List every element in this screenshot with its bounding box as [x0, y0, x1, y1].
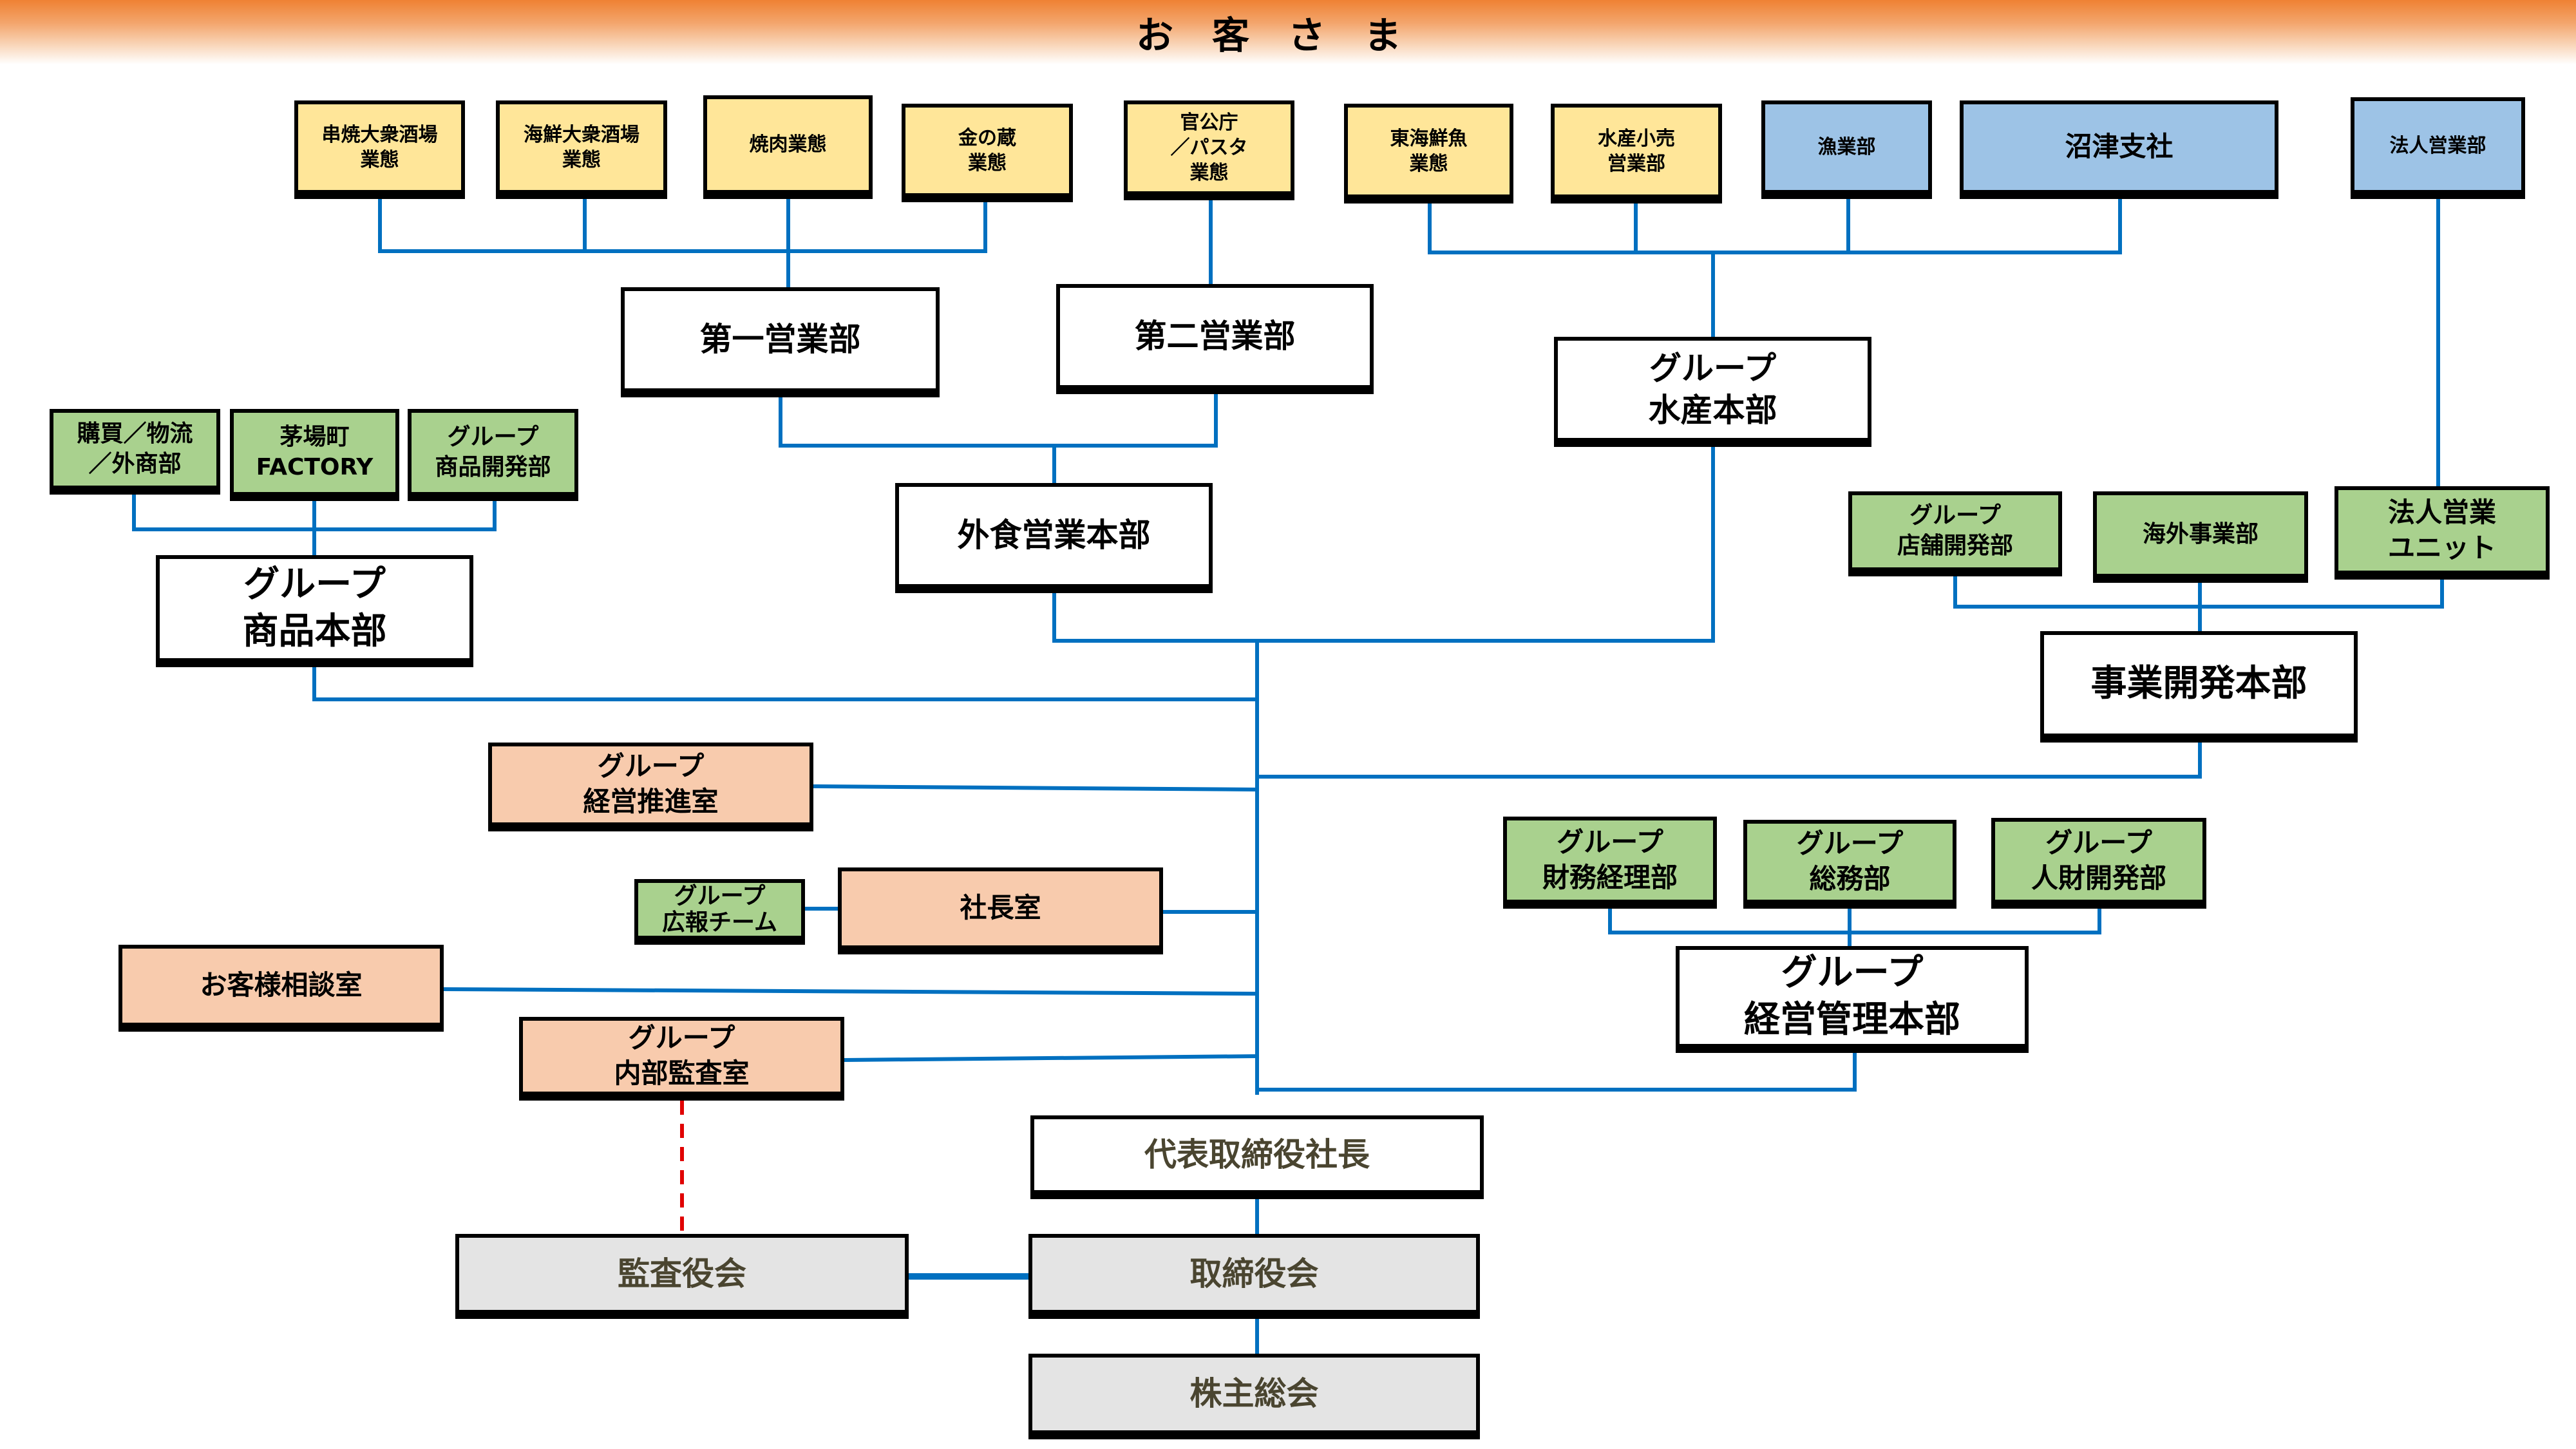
node-torishimariyaku-kai: 取締役会 — [1028, 1234, 1480, 1319]
connector — [312, 667, 1257, 701]
node-yakiniku: 焼肉業態 — [703, 95, 873, 199]
node-jinzai-kaihatsu: グループ 人財開発部 — [1991, 818, 2206, 909]
node-keiei-suishin: グループ 経営推進室 — [488, 743, 813, 831]
node-kaisen-taishu: 海鮮大衆酒場 業態 — [496, 100, 667, 199]
connector — [844, 1054, 1258, 1062]
connector — [443, 987, 1258, 996]
node-kankocho: 官公庁 ／パスタ 業態 — [1124, 100, 1294, 200]
connector — [132, 495, 497, 555]
node-shohin-honbu: グループ 商品本部 — [156, 555, 473, 667]
node-hojin-eigyobu: 法人営業部 — [2351, 97, 2525, 199]
node-suisan-honbu: グループ 水産本部 — [1554, 337, 1871, 447]
node-numazu: 沼津支社 — [1960, 100, 2278, 199]
node-gaishoku-honbu: 外食営業本部 — [895, 483, 1213, 593]
customers-title: お客さま — [1135, 14, 1440, 57]
node-daiichi-eigyobu: 第一営業部 — [621, 287, 940, 397]
node-kushiyaki: 串焼大衆酒場 業態 — [294, 100, 465, 199]
connector — [1052, 447, 1715, 1095]
connector — [1953, 576, 2444, 631]
node-kinnokura: 金の蔵 業態 — [902, 104, 1073, 202]
node-jigyo-kaihatsu-honbu: 事業開発本部 — [2040, 631, 2358, 743]
node-kabunushi-sokai: 株主総会 — [1028, 1354, 1480, 1439]
node-okyakusama-sodanshitsu: お客様相談室 — [118, 945, 444, 1032]
connector — [813, 784, 1258, 791]
node-suisan-kouri: 水産小売 営業部 — [1551, 104, 1722, 204]
customers-header: お客さま — [0, 0, 2576, 64]
node-koho-team: グループ 広報チーム — [634, 879, 805, 945]
connector — [1608, 909, 2101, 946]
node-kayabacho-factory: 茅場町 FACTORY — [230, 409, 399, 501]
node-kobai: 購買／物流 ／外商部 — [50, 409, 220, 495]
node-president: 代表取締役社長 — [1030, 1115, 1484, 1199]
node-daini-eigyobu: 第二営業部 — [1056, 284, 1374, 394]
connector — [1257, 1053, 1857, 1092]
node-somu: グループ 総務部 — [1743, 820, 1956, 909]
node-zaimu-keiri: グループ 財務経理部 — [1503, 817, 1717, 909]
node-naibu-kansa: グループ 内部監査室 — [519, 1017, 844, 1101]
node-shachoshitsu: 社長室 — [838, 867, 1163, 954]
node-kaigai-jigyo: 海外事業部 — [2093, 491, 2308, 583]
connector — [779, 394, 1218, 483]
node-keiei-kanri-honbu: グループ 経営管理本部 — [1676, 946, 2029, 1053]
connector — [1257, 743, 2202, 779]
node-hojin-unit: 法人営業 ユニット — [2334, 486, 2550, 580]
node-tenpo-kaihatsu: グループ 店舗開発部 — [1848, 491, 2062, 576]
node-shohin-kaihatsu: グループ 商品開発部 — [408, 409, 578, 501]
node-kansayaku-kai: 監査役会 — [455, 1234, 909, 1319]
node-gyogyo: 漁業部 — [1761, 100, 1932, 199]
connector — [1428, 199, 2122, 337]
connector — [378, 199, 987, 287]
node-tokai-sengyo: 東海鮮魚 業態 — [1344, 104, 1513, 204]
